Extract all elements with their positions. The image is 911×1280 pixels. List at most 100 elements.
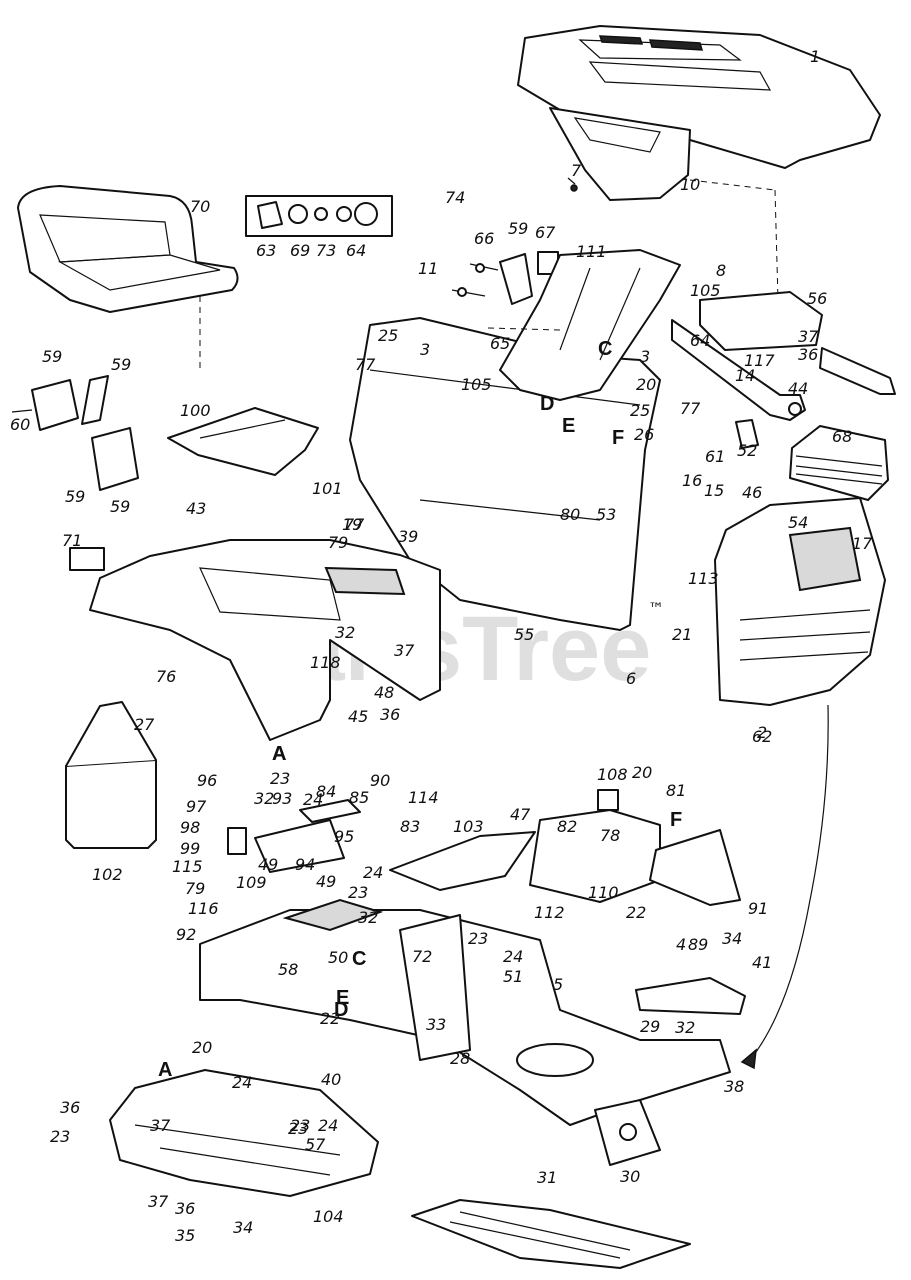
callout-label: 94 bbox=[295, 855, 315, 874]
reference-letter: C bbox=[352, 948, 366, 970]
callout-label: 90 bbox=[370, 771, 390, 790]
callout-label: 43 bbox=[186, 499, 206, 518]
callout-label: 84 bbox=[316, 782, 336, 801]
callout-label: 11 bbox=[418, 259, 438, 278]
callout-label: 71 bbox=[62, 531, 82, 550]
callout-label: 66 bbox=[474, 229, 494, 248]
callout-label: 102 bbox=[92, 865, 123, 884]
callout-label: 27 bbox=[134, 715, 155, 734]
callout-label: 93 bbox=[272, 789, 292, 808]
hitch-plate-part bbox=[635, 977, 746, 1015]
callout-label: 26 bbox=[634, 425, 654, 444]
front-axle-bracket-part bbox=[594, 1099, 661, 1166]
callout-label: 50 bbox=[328, 948, 348, 967]
seat-spring-assembly-part bbox=[227, 799, 361, 873]
callout-label: 32 bbox=[335, 623, 355, 642]
callout-label: 28 bbox=[450, 1049, 470, 1068]
callout-label: 33 bbox=[426, 1015, 446, 1034]
callout-label: 31 bbox=[537, 1168, 557, 1187]
callout-label: 103 bbox=[453, 817, 484, 836]
callout-label: 45 bbox=[348, 707, 368, 726]
callout-label: 48 bbox=[374, 683, 394, 702]
callout-label: 14 bbox=[735, 366, 755, 385]
callout-label: 34 bbox=[233, 1218, 253, 1237]
callout-label: 60 bbox=[10, 415, 30, 434]
callout-label: 52 bbox=[737, 441, 757, 460]
callout-label: 25 bbox=[378, 326, 398, 345]
callout-label: 25 bbox=[630, 401, 650, 420]
callout-label: 34 bbox=[722, 929, 742, 948]
callout-label: 83 bbox=[400, 817, 420, 836]
callout-label: 109 bbox=[236, 873, 267, 892]
callout-label: 53 bbox=[596, 505, 616, 524]
steering-column-part bbox=[499, 249, 681, 401]
callout-label: 21 bbox=[672, 625, 692, 644]
callout-label: 61 bbox=[705, 447, 725, 466]
callout-label: 73 bbox=[316, 241, 336, 260]
callout-label: 95 bbox=[334, 827, 354, 846]
callout-label: 59 bbox=[111, 355, 131, 374]
callout-label: 24 bbox=[318, 1116, 338, 1135]
reference-letter: C bbox=[598, 338, 612, 360]
callout-label: 67 bbox=[535, 223, 556, 242]
callout-label: 63 bbox=[256, 241, 276, 260]
height-adjust-lever-part bbox=[11, 375, 139, 491]
reference-letter: D bbox=[540, 393, 554, 415]
callout-label: 99 bbox=[180, 839, 200, 858]
callout-label: 97 bbox=[186, 797, 207, 816]
callout-label: 39 bbox=[398, 527, 418, 546]
callout-label: 36 bbox=[60, 1098, 80, 1117]
callout-label: 79 bbox=[328, 533, 348, 552]
callout-label: 77 bbox=[344, 515, 365, 534]
callout-label: 37 bbox=[394, 641, 415, 660]
callout-label: 70 bbox=[190, 197, 210, 216]
reference-letter: F bbox=[612, 427, 624, 449]
callout-label: 29 bbox=[640, 1017, 660, 1036]
dashboard-part bbox=[349, 317, 661, 631]
callout-label: 35 bbox=[175, 1226, 195, 1245]
callout-label: 46 bbox=[742, 483, 762, 502]
floor-mat-part bbox=[389, 831, 536, 891]
callout-label: 5 bbox=[553, 975, 563, 994]
callout-label: 85 bbox=[349, 788, 369, 807]
callout-label: 59 bbox=[65, 487, 85, 506]
callout-label: 59 bbox=[110, 497, 130, 516]
callout-label: 74 bbox=[445, 188, 465, 207]
nose-grille-part bbox=[714, 497, 886, 706]
callout-label: 72 bbox=[412, 947, 432, 966]
callout-label: 59 bbox=[508, 219, 528, 238]
callout-label: 113 bbox=[688, 569, 719, 588]
callout-label: 20 bbox=[192, 1038, 212, 1057]
callout-label: 23 bbox=[50, 1127, 70, 1146]
callout-label: 76 bbox=[156, 667, 176, 686]
grille-insert-part bbox=[789, 425, 889, 501]
footrest-part bbox=[411, 1199, 691, 1269]
callout-label: 100 bbox=[180, 401, 211, 420]
callout-label: 82 bbox=[557, 817, 577, 836]
reference-letter: F bbox=[670, 809, 682, 831]
callout-label: 37 bbox=[148, 1192, 169, 1211]
callout-label: 2 bbox=[757, 723, 767, 742]
callout-label: 49 bbox=[316, 872, 336, 891]
rear-footrest-plate-part bbox=[109, 1069, 379, 1197]
callout-label: 30 bbox=[620, 1167, 640, 1186]
seat-mount-plate-part bbox=[167, 407, 319, 476]
callout-label: 79 bbox=[185, 879, 205, 898]
callout-label: 40 bbox=[321, 1070, 341, 1089]
callout-label: 10 bbox=[680, 175, 700, 194]
callout-label: 77 bbox=[355, 355, 376, 374]
callout-label: 105 bbox=[461, 375, 492, 394]
hardware-kit-box bbox=[245, 195, 393, 237]
callout-label: 41 bbox=[752, 953, 772, 972]
seat-part bbox=[17, 185, 239, 313]
reference-letter: E bbox=[336, 987, 349, 1009]
callout-label: 55 bbox=[514, 625, 534, 644]
callout-label: 15 bbox=[704, 481, 724, 500]
hood-bracket-part bbox=[549, 107, 691, 201]
callout-label: 22 bbox=[320, 1009, 340, 1028]
callout-label: 59 bbox=[42, 347, 62, 366]
callout-label: 47 bbox=[510, 805, 531, 824]
